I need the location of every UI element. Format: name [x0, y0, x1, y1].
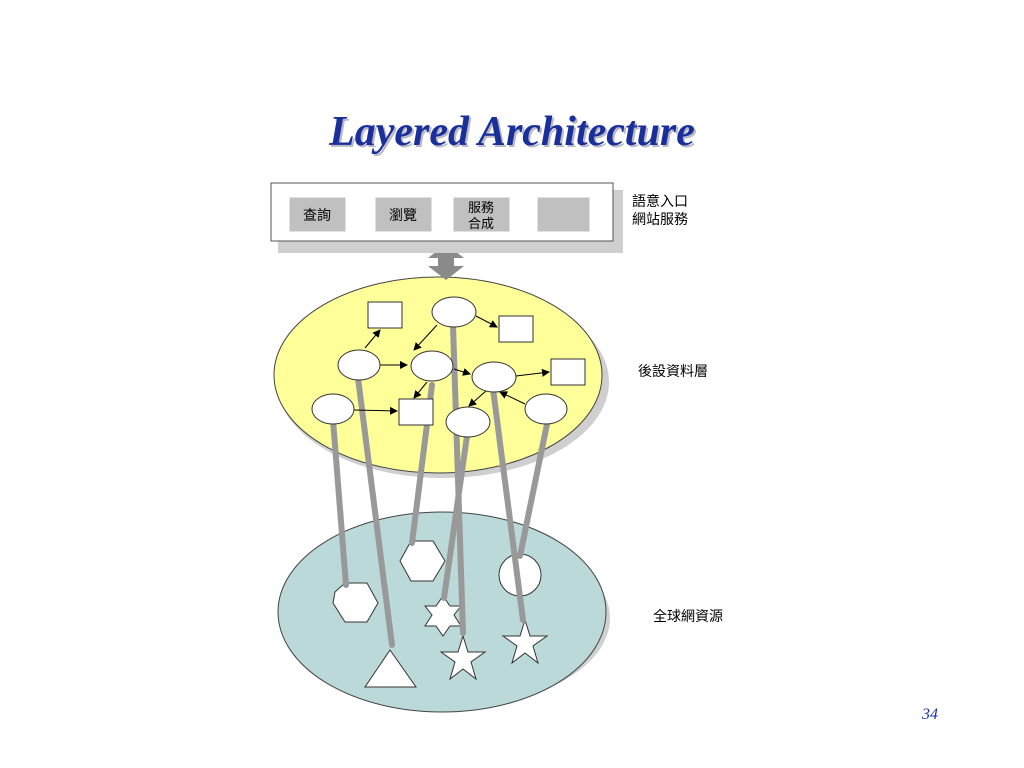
portal-side-label: 語意入口 網站服務 — [632, 193, 688, 229]
metadata-oval-node — [445, 406, 491, 438]
portal-button-query[interactable]: 查詢 — [288, 196, 347, 233]
metadata-node-group — [311, 296, 586, 438]
connector — [355, 375, 395, 648]
connector — [441, 433, 470, 601]
arrow — [515, 368, 550, 377]
arrow — [453, 368, 471, 376]
metadata-square-node — [367, 301, 403, 329]
metadata-oval-node — [410, 350, 454, 382]
metadata-oval-node — [524, 393, 568, 425]
arrow — [468, 389, 488, 407]
portal-button-query-label: 查詢 — [303, 208, 331, 224]
triangle-resource — [364, 649, 417, 688]
arrow — [353, 406, 398, 415]
metadata-side-label: 後設資料層 — [638, 364, 708, 380]
metadata-arrow-group — [353, 315, 550, 415]
portal-button-browse[interactable]: 瀏覽 — [374, 196, 433, 233]
metadata-oval-node — [337, 349, 381, 381]
portal-button-compose[interactable]: 服務 合成 — [452, 196, 511, 233]
portal-button-compose-label-line1: 服務 — [468, 201, 494, 216]
page-number: 34 — [922, 706, 938, 723]
metadata-square-node — [398, 398, 434, 426]
connector — [517, 421, 550, 559]
slide-title: Layered Architecture — [329, 109, 695, 155]
portal-button-browse-label: 瀏覽 — [389, 208, 417, 224]
connector — [490, 386, 526, 623]
metadata-square-node — [550, 358, 586, 386]
portal-side-label-line1: 語意入口 — [632, 194, 688, 210]
portal-side-label-line2: 網站服務 — [632, 212, 688, 228]
resources-side-label: 全球網資源 — [653, 609, 723, 625]
portal-button-blank[interactable] — [536, 196, 591, 233]
arrow — [413, 381, 428, 399]
metadata-oval-node — [431, 296, 477, 328]
connector — [330, 417, 349, 588]
star-resource-bottom — [439, 634, 487, 681]
star-resource-right — [501, 618, 549, 665]
metadata-oval-node — [471, 361, 517, 393]
arrow — [413, 324, 438, 351]
arrow — [475, 315, 498, 328]
metadata-oval-node — [311, 393, 355, 425]
arrow — [499, 391, 526, 405]
arrow — [364, 329, 381, 349]
metadata-square-node — [498, 315, 534, 343]
portal-button-compose-label-line2: 合成 — [468, 217, 494, 232]
